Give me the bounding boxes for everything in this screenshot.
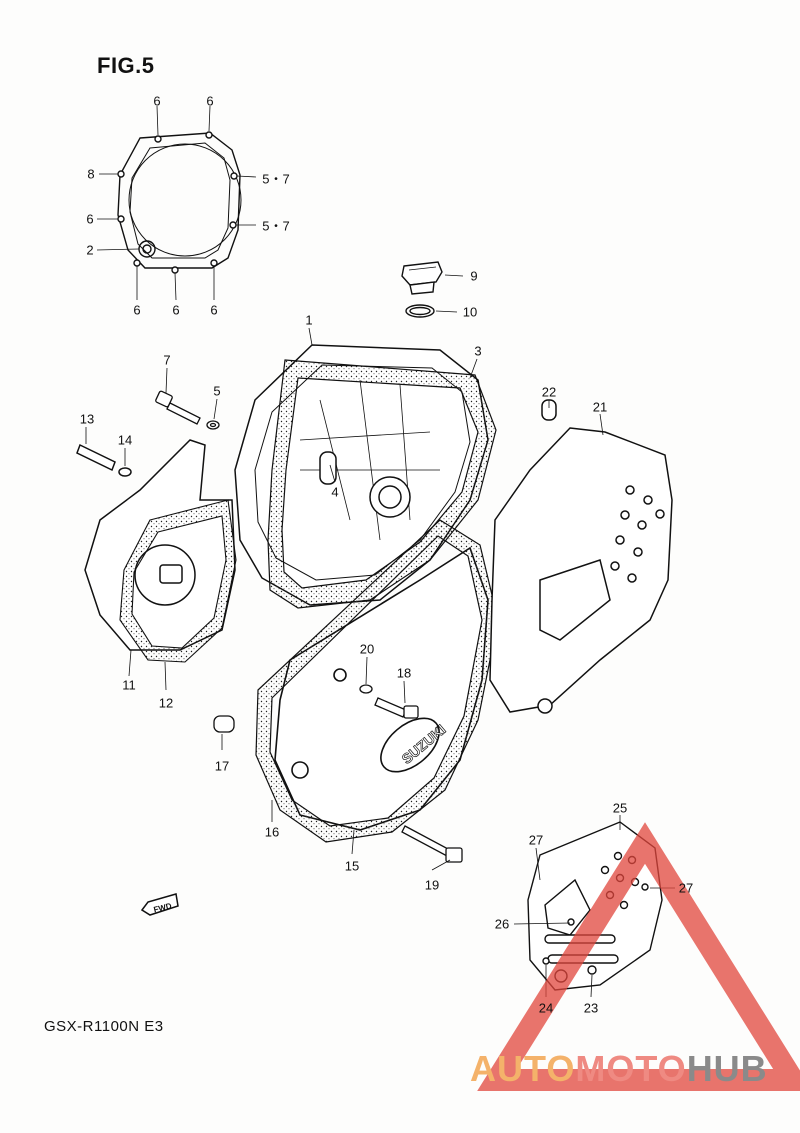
callout-c1: 1 (305, 312, 313, 328)
watermark-hub: HUB (686, 1048, 768, 1089)
callout-c9: 9 (470, 268, 478, 284)
callout-c25: 25 (612, 800, 628, 816)
callout-c5: 5 (213, 383, 221, 399)
callout-c6d: 6 (133, 302, 141, 318)
callout-c14: 14 (117, 432, 133, 448)
callout-c6b: 6 (206, 93, 214, 109)
callout-c12: 12 (158, 695, 174, 711)
callout-c17: 17 (214, 758, 230, 774)
callout-c18: 18 (396, 665, 412, 681)
watermark-logo: AUTOMOTOHUB (470, 1048, 768, 1090)
clutch-cover-inset (117, 131, 242, 274)
callout-c6c: 6 (86, 211, 94, 227)
dowel-pin (213, 715, 235, 733)
o-ring (405, 304, 435, 318)
callout-c24: 24 (538, 1000, 554, 1016)
fwd-label: FWD (153, 901, 173, 914)
bolt-7 (155, 390, 220, 430)
callout-c13: 13 (79, 411, 95, 427)
callout-c6f: 6 (210, 302, 218, 318)
callout-c57b: 5・7 (262, 218, 290, 234)
callout-c23: 23 (583, 1000, 599, 1016)
model-code: GSX-R1100N E3 (44, 1018, 164, 1035)
callout-c16: 16 (264, 824, 280, 840)
callout-c10: 10 (462, 304, 478, 320)
callout-c3: 3 (474, 343, 482, 359)
watermark-auto: AUTO (470, 1048, 576, 1089)
generator-cover-gasket (255, 519, 499, 843)
bolt-18 (359, 684, 419, 719)
callout-c6a: 6 (153, 93, 161, 109)
figure-title: FIG.5 (97, 53, 155, 78)
watermark-moto: MOTO (575, 1048, 687, 1089)
callout-c8: 8 (87, 166, 95, 182)
callout-c22: 22 (541, 384, 557, 400)
callout-c4: 4 (331, 484, 339, 500)
callout-c7: 7 (163, 352, 171, 368)
callout-c27b: 27 (678, 880, 694, 896)
callout-c27a: 27 (528, 832, 544, 848)
callout-c57a: 5・7 (262, 171, 290, 187)
callout-c26: 26 (494, 916, 510, 932)
callout-c21: 21 (592, 399, 608, 415)
callout-c15: 15 (344, 858, 360, 874)
watermark-triangle-icon (477, 822, 800, 1091)
callout-c19: 19 (424, 877, 440, 893)
chain-guard (489, 399, 673, 714)
oil-filler-cap (401, 261, 443, 295)
inset-leader-lines (96, 105, 257, 301)
callout-c20: 20 (359, 641, 375, 657)
callout-c6e: 6 (172, 302, 180, 318)
fwd-arrow-icon: FWD (140, 893, 179, 916)
bolt-19 (401, 825, 463, 863)
sprocket-cover (76, 439, 236, 651)
sprocket-cover-gasket (119, 499, 237, 663)
callout-c2: 2 (86, 242, 94, 258)
clutch-cover (234, 344, 489, 606)
callout-c11: 11 (122, 677, 136, 693)
